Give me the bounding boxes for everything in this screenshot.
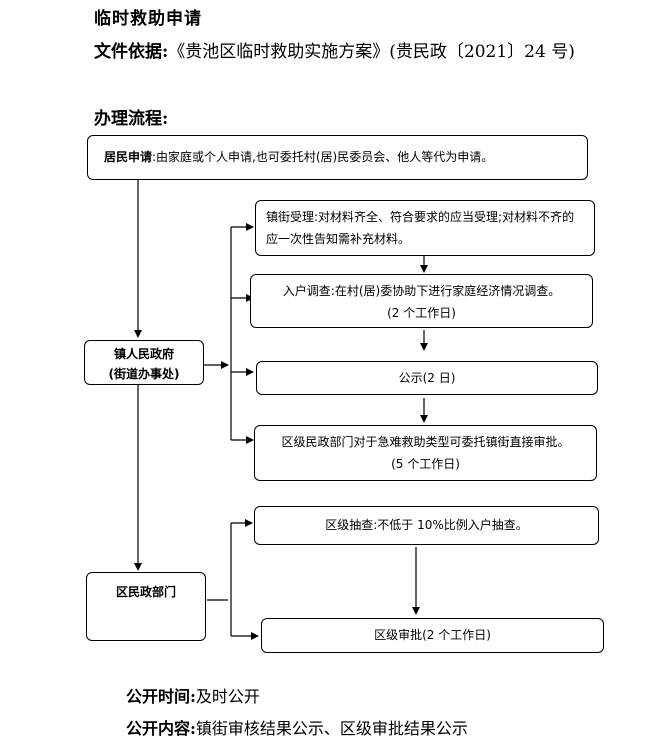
district-approval-delegation-box: 区级民政部门对于急难救助类型可委托镇街直接审批。 (5 个工作日) bbox=[254, 425, 597, 481]
town-government-label-line2: (街道办事处) bbox=[108, 367, 180, 381]
public-time: 公开时间:及时公开 bbox=[126, 683, 260, 707]
town-government-label-line1: 镇人民政府 bbox=[113, 347, 174, 361]
public-content: 公开内容:镇街审核结果公示、区级审批结果公示 bbox=[126, 715, 468, 739]
document-basis-text: 《贵池区临时救助实施方案》(贵民政〔2021〕24 号) bbox=[168, 42, 575, 62]
publicity-box: 公示(2 日) bbox=[256, 361, 598, 395]
town-government-box: 镇人民政府 (街道办事处) bbox=[84, 340, 204, 385]
town-acceptance-box: 镇街受理:对材料齐全、符合要求的应当受理;对材料不齐的应一次性告知需补充材料。 bbox=[255, 200, 595, 256]
household-survey-duration: (2 个工作日) bbox=[387, 306, 456, 320]
district-approval-duration: (5 个工作日) bbox=[391, 457, 460, 471]
public-time-value: 及时公开 bbox=[195, 687, 260, 706]
household-survey-text: 入户调查:在村(居)委协助下进行家庭经济情况调查。 bbox=[282, 284, 561, 298]
page-title: 临时救助申请 bbox=[94, 9, 202, 29]
household-survey-box: 入户调查:在村(居)委协助下进行家庭经济情况调查。 (2 个工作日) bbox=[250, 274, 593, 328]
public-content-label: 公开内容: bbox=[126, 719, 196, 738]
district-review-text: 区级审批(2 个工作日) bbox=[374, 628, 491, 642]
document-basis: 文件依据:《贵池区临时救助实施方案》(贵民政〔2021〕24 号) bbox=[94, 36, 614, 69]
process-heading: 办理流程: bbox=[94, 109, 169, 129]
publicity-text: 公示(2 日) bbox=[398, 371, 456, 385]
district-department-box: 区民政部门 bbox=[86, 572, 206, 641]
resident-apply-box: 居民申请:由家庭或个人申请,也可委托村(居)民委员会、他人等代为申请。 bbox=[87, 135, 588, 180]
public-content-value: 镇街审核结果公示、区级审批结果公示 bbox=[195, 719, 468, 738]
resident-apply-label: 居民申请 bbox=[104, 150, 153, 164]
district-department-label: 区民政部门 bbox=[115, 585, 176, 599]
district-review-box: 区级审批(2 个工作日) bbox=[261, 618, 604, 653]
district-spot-check-text: 区级抽查:不低于 10%比例入户抽查。 bbox=[325, 518, 528, 532]
town-acceptance-text: 镇街受理:对材料齐全、符合要求的应当受理;对材料不齐的应一次性告知需补充材料。 bbox=[266, 210, 575, 246]
public-time-label: 公开时间: bbox=[126, 687, 196, 706]
resident-apply-text: :由家庭或个人申请,也可委托村(居)民委员会、他人等代为申请。 bbox=[152, 150, 494, 164]
district-approval-text: 区级民政部门对于急难救助类型可委托镇街直接审批。 bbox=[281, 435, 570, 449]
document-basis-label: 文件依据: bbox=[94, 42, 169, 62]
district-spot-check-box: 区级抽查:不低于 10%比例入户抽查。 bbox=[254, 506, 599, 545]
